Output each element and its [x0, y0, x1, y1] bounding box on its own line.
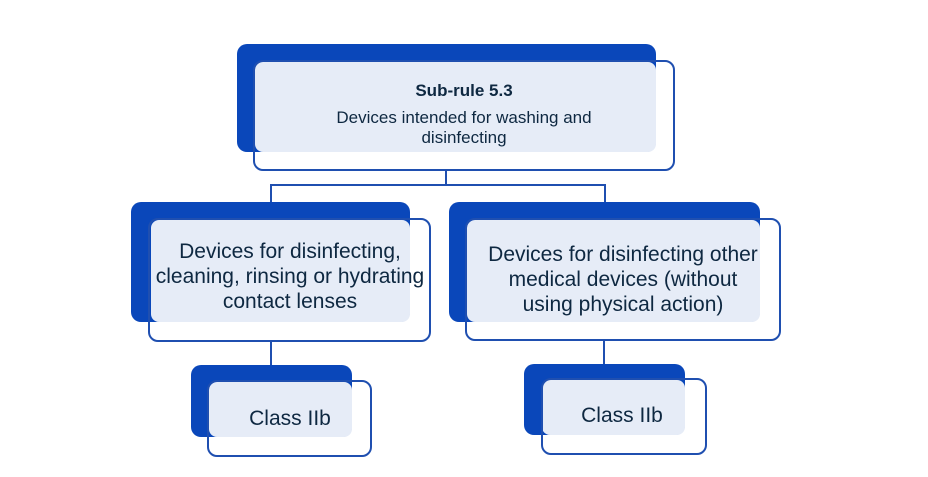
class-right-label: Class IIb — [581, 403, 663, 427]
class-left-fill — [209, 382, 352, 437]
class-right-fill — [542, 380, 685, 435]
root-node-text: Sub-rule 5.3 Devices intended for washin… — [270, 72, 658, 156]
class-left-label: Class IIb — [249, 406, 331, 430]
connector-right-class — [603, 340, 605, 365]
child-left-fill — [151, 220, 410, 322]
connector-left-class — [270, 341, 272, 366]
child-left-label: Devices for disinfecting, cleaning, rins… — [155, 239, 425, 313]
connector-horizontal — [270, 184, 606, 186]
root-node-fill — [255, 62, 656, 152]
class-left-outline — [207, 380, 372, 457]
class-right-outline — [541, 378, 707, 455]
child-right-label: Devices for disinfecting other medical d… — [488, 242, 758, 316]
child-left-outline — [148, 218, 431, 342]
connector-right-down — [604, 184, 606, 202]
root-description: Devices intended for washing and disinfe… — [336, 108, 592, 147]
child-right-fill — [467, 220, 760, 322]
child-right-outline — [465, 218, 781, 341]
connector-root-down — [445, 170, 447, 186]
root-title: Sub-rule 5.3 — [415, 81, 513, 100]
root-node-outline — [253, 60, 675, 171]
connector-left-down — [270, 184, 272, 202]
